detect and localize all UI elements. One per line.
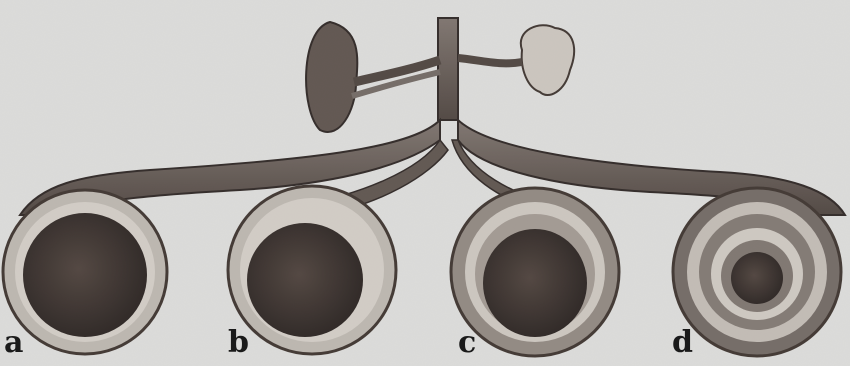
label-a: a [4,328,23,358]
label-c: c [458,328,476,358]
label-d: d [672,328,693,358]
label-b: b [228,328,249,358]
